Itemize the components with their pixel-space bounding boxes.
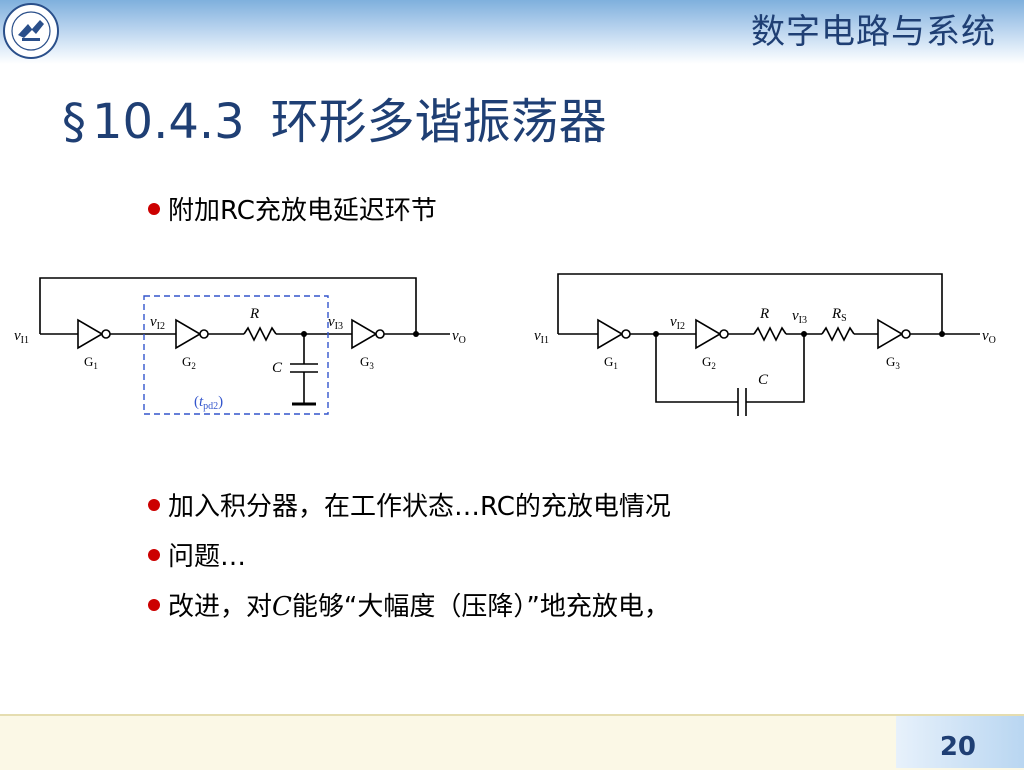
circuit-right-diagram: vI1 vI2 vI3 R RS C G1 G2 G3 vO: [534, 273, 996, 416]
title-text: 环形多谐振荡器: [270, 94, 607, 150]
bullet-item: 改进，对C能够“大幅度（压降）”地充放电，: [148, 586, 670, 623]
page-number: 20: [939, 732, 976, 762]
delay-stage-box: [143, 295, 329, 415]
resistor-label: R: [249, 306, 259, 322]
page-number-box: [896, 716, 1024, 768]
node-label-2: vI3: [792, 308, 807, 326]
gate-label-1: G1: [84, 354, 98, 371]
footer-band: [0, 714, 1024, 770]
gate-label-2: G2: [702, 354, 716, 371]
bullet-text: 加入积分器，在工作状态…RC的充放电情况: [168, 492, 671, 522]
gate-label-2: G2: [182, 354, 196, 371]
bullet-dot-icon: [148, 498, 160, 511]
input-label: vI1: [534, 328, 549, 346]
delay-label: (tpd2): [194, 394, 223, 412]
bullet-italic-c: C: [272, 592, 292, 622]
course-title: 数字电路与系统: [751, 12, 996, 52]
gate-label-1: G1: [604, 354, 618, 371]
gate-label-3: G3: [886, 354, 900, 371]
bullet-text-before: 改进，对: [168, 592, 273, 622]
bullet-text: 问题…: [168, 542, 247, 572]
slide-title: §10.4.3 环形多谐振荡器: [62, 82, 607, 152]
resistor-s-label: RS: [831, 306, 847, 324]
node-label-1: vI2: [670, 314, 685, 332]
bullet-dot-icon: [148, 598, 160, 611]
section-number: 10.4.3: [92, 94, 245, 150]
output-label: vO: [452, 328, 466, 346]
bullet-text-after: 能够“大幅度（压降）”地充放电，: [291, 592, 670, 622]
output-label: vO: [982, 328, 996, 346]
node-label-2: vI3: [328, 314, 343, 332]
input-label: vI1: [14, 328, 29, 346]
header-band: [0, 0, 1024, 64]
node-label-1: vI2: [150, 314, 165, 332]
bullet-item: 附加RC充放电延迟环节: [148, 190, 437, 227]
capacitor-label: C: [272, 360, 283, 376]
bullet-dot-icon: [148, 202, 160, 215]
circuit-left-diagram: vI1 vI2 vI3 R C G1 G2 G3 (tpd2) vO: [14, 277, 466, 415]
section-symbol: §: [62, 94, 86, 150]
resistor-label: R: [759, 306, 769, 322]
capacitor-label: C: [758, 372, 769, 388]
university-seal-icon: [3, 3, 59, 59]
bullet-text: 附加RC充放电延迟环节: [168, 196, 437, 226]
bullet-item: 问题…: [148, 536, 246, 573]
gate-label-3: G3: [360, 354, 374, 371]
bullet-item: 加入积分器，在工作状态…RC的充放电情况: [148, 486, 671, 523]
bullet-dot-icon: [148, 548, 160, 561]
